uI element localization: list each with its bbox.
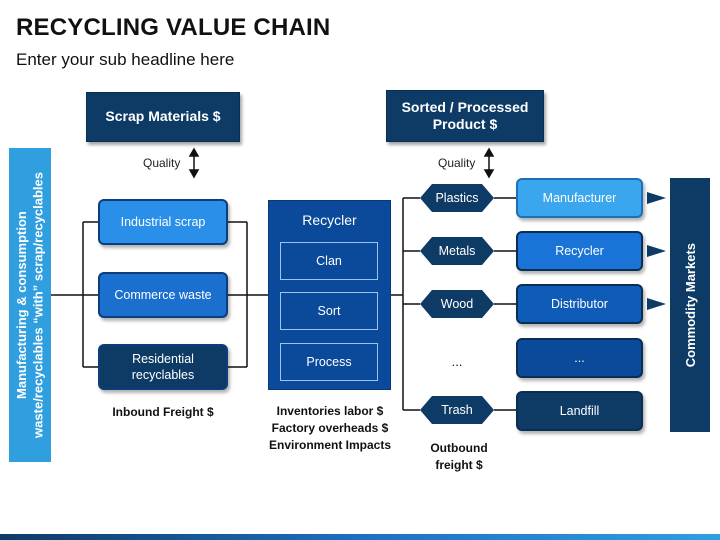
destination-label: Distributor [551,297,608,311]
footer-accent-bar [0,534,720,540]
material-wood: Wood [420,290,494,318]
recycler-step-clan: Clan [280,242,378,280]
sorted-product-header: Sorted / Processed Product $ [386,90,544,142]
page-subtitle: Enter your sub headline here [16,50,235,69]
inbound-industrial-scrap: Industrial scrap [98,199,228,245]
quality-text-left: Quality [143,156,181,170]
material-ellipsis: ... [420,354,494,369]
recycler-step-label: Process [306,355,352,369]
destination-landfill: Landfill [516,391,643,431]
sorted-product-label-line2: Product $ [432,116,498,132]
inbound-residential-recyclables: Residential recyclables [98,344,228,390]
inbound-freight-note: Inbound Freight $ [98,404,228,421]
destination-ellipsis: ... [516,338,643,378]
material-plastics: Plastics [420,184,494,212]
inbound-item-label: Industrial scrap [120,214,206,229]
commodity-markets-label: Commodity Markets [682,242,698,368]
outbound-freight-note: Outbound freight $ [416,440,502,474]
destination-distributor: Distributor [516,284,643,324]
material-metals: Metals [420,237,494,265]
outbound-freight-line1: Outbound [430,441,488,455]
inbound-commerce-waste: Commerce waste [98,272,228,318]
page-title: RECYCLING VALUE CHAIN [16,14,331,41]
recycler-step-label: Clan [316,254,342,268]
scrap-materials-label: Scrap Materials $ [105,108,221,125]
material-label: Wood [440,297,474,311]
material-label: Metals [438,244,476,258]
scrap-materials-header: Scrap Materials $ [86,92,240,142]
recycler-step-label: Sort [317,304,341,318]
recycler-step-sort: Sort [280,292,378,330]
material-label: ... [451,354,463,369]
recycler-title: Recycler [302,212,357,228]
recycler-note-environment: Environment Impacts [268,437,392,452]
inbound-freight-text: Inbound Freight $ [112,405,214,419]
recycler-step-process: Process [280,343,378,381]
material-label: Plastics [435,191,479,205]
quality-text-right: Quality [438,156,476,170]
quality-label-left: Quality [143,156,180,170]
inbound-item-label: Residential recyclables [131,351,195,382]
recycler-note-overheads: Factory overheads $ [271,420,389,435]
waste-source-line2: waste/recyclables “with” scrap/recyclabl… [30,172,45,438]
waste-source-bar: Manufacturing & consumption waste/recycl… [9,148,51,462]
quality-label-right: Quality [438,156,475,170]
destination-label: Manufacturer [542,191,617,205]
destination-label: ... [574,351,585,365]
destination-recycler: Recycler [516,231,643,271]
recycler-cost-notes: Inventories labor $ Factory overheads $ … [256,403,404,453]
inbound-item-label: Commerce waste [114,287,212,302]
waste-source-line1: Manufacturing & consumption [13,211,29,399]
material-trash: Trash [420,396,494,424]
destination-label: Recycler [555,244,604,258]
material-label: Trash [441,403,473,417]
sorted-product-label-line1: Sorted / Processed [401,98,529,115]
destination-label: Landfill [559,404,600,418]
destination-manufacturer: Manufacturer [516,178,643,218]
commodity-markets-bar: Commodity Markets [670,178,710,432]
outbound-freight-line2: freight $ [435,457,483,472]
recycler-note-inventories: Inventories labor $ [276,404,384,418]
